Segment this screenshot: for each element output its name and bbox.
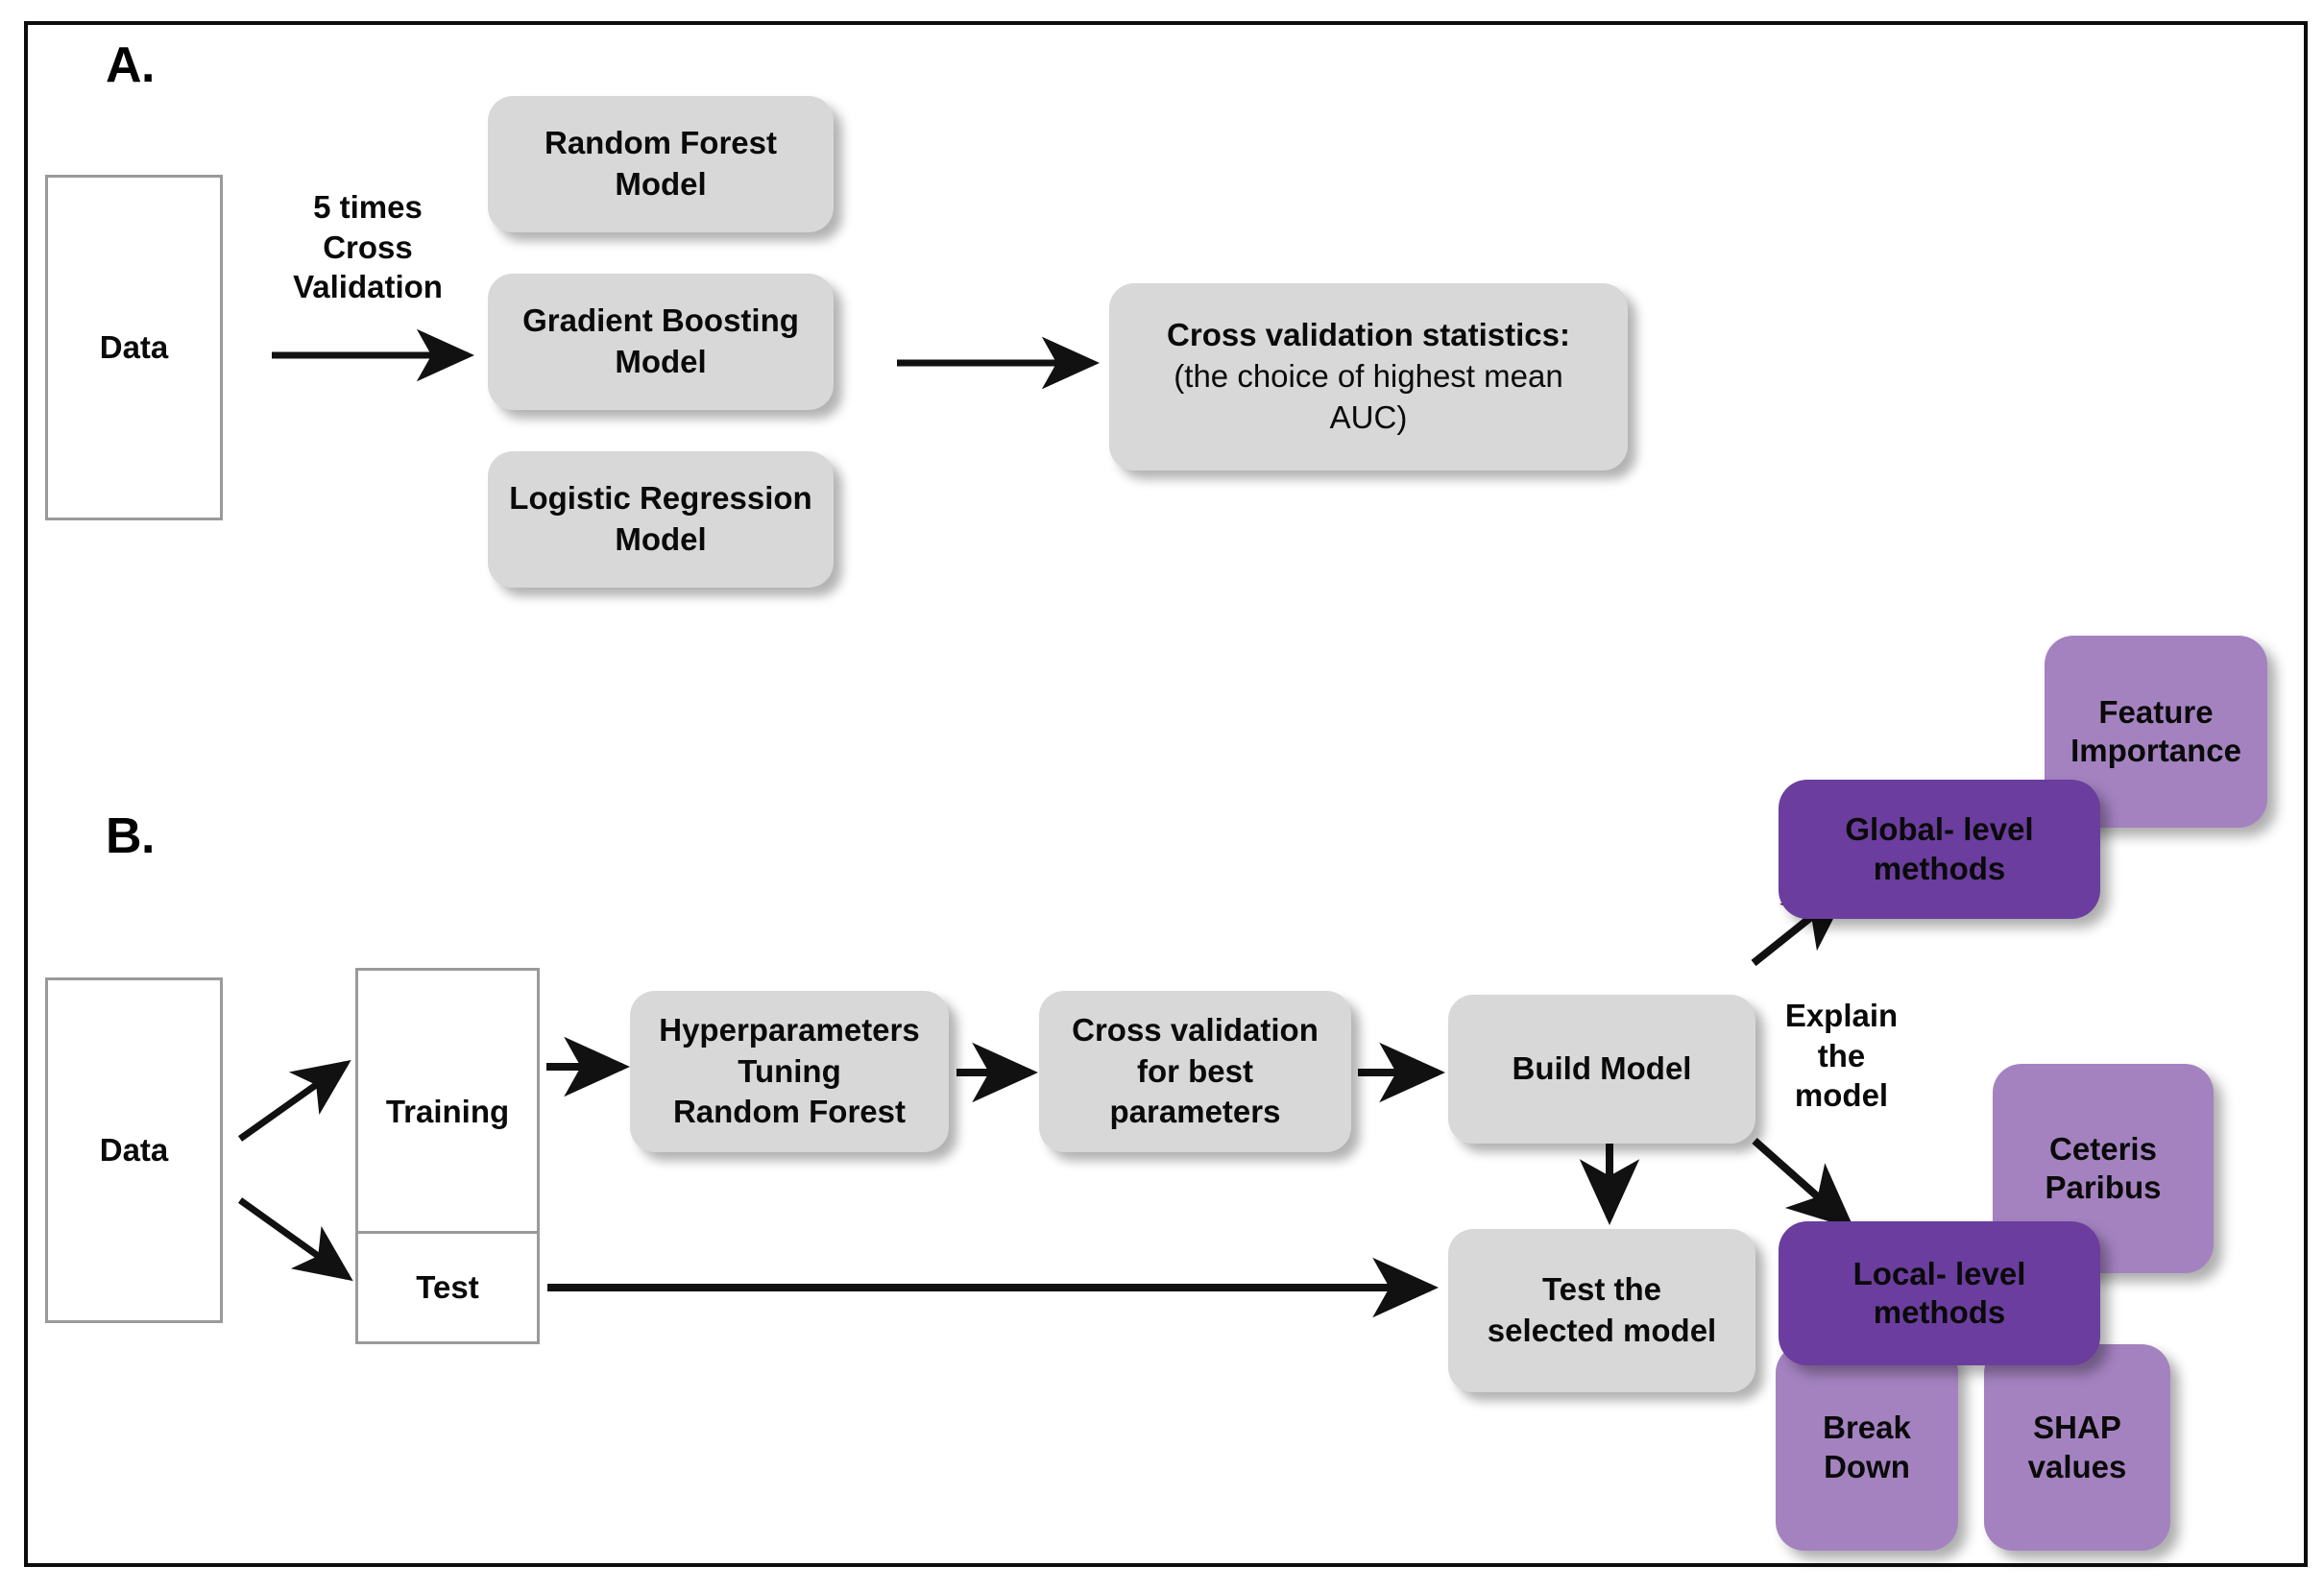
- shap-values-label: SHAP values: [2019, 1409, 2137, 1486]
- logistic-regression-model-label: Logistic Regression Model: [494, 478, 827, 561]
- training-box: Training: [355, 968, 540, 1256]
- break-down-box: Break Down: [1776, 1344, 1958, 1551]
- logistic-regression-model-box: Logistic Regression Model: [488, 451, 834, 588]
- test-model-line2: selected model: [1487, 1313, 1717, 1348]
- gradient-boosting-model-label: Gradient Boosting Model: [507, 301, 814, 383]
- gradient-boosting-line1: Gradient Boosting: [522, 302, 799, 339]
- gradient-boosting-model-box: Gradient Boosting Model: [488, 274, 834, 410]
- cross-validation-annotation: 5 times Cross Validation: [277, 187, 459, 307]
- explain-the-model-annotation: Explain the model: [1767, 996, 1916, 1116]
- feature-importance-line1: Feature: [2098, 693, 2214, 730]
- cv-stats-line3: AUC): [1329, 398, 1408, 435]
- test-selected-model-box: Test the selected model: [1448, 1229, 1755, 1392]
- explain-line1: Explain: [1784, 998, 1899, 1033]
- shap-values-box: SHAP values: [1984, 1344, 2170, 1551]
- tuning-line3: Random Forest: [672, 1094, 906, 1130]
- hyperparameters-tuning-label: Hyperparameters Tuning Random Forest: [643, 1010, 934, 1134]
- cv-annotation-line3: Validation: [293, 269, 443, 305]
- panel-b-data-label: Data: [99, 1131, 169, 1168]
- random-forest-model-label: Random Forest Model: [529, 123, 792, 205]
- ceteris-paribus-label: Ceteris Paribus: [2035, 1130, 2170, 1208]
- feature-importance-label: Feature Importance: [2061, 693, 2251, 771]
- break-down-label: Break Down: [1813, 1409, 1921, 1486]
- ceteris-paribus-line2: Paribus: [2045, 1169, 2162, 1205]
- test-label: Test: [416, 1268, 479, 1305]
- panel-letter-b: B.: [106, 808, 156, 864]
- training-label: Training: [385, 1093, 510, 1129]
- cvparams-line2: for best: [1136, 1052, 1253, 1089]
- global-methods-line2: methods: [1873, 850, 2006, 886]
- cross-validation-statistics-label: Cross validation statistics: (the choice…: [1151, 315, 1586, 439]
- cross-validation-statistics-box: Cross validation statistics: (the choice…: [1109, 283, 1628, 470]
- hyperparameters-tuning-box: Hyperparameters Tuning Random Forest: [630, 991, 949, 1152]
- cv-annotation-line2: Cross: [323, 229, 413, 265]
- test-model-line1: Test the: [1541, 1271, 1662, 1308]
- global-level-methods-label: Global- level methods: [1835, 810, 2043, 888]
- break-down-line1: Break: [1823, 1410, 1911, 1446]
- local-level-methods-label: Local- level methods: [1844, 1255, 2036, 1333]
- test-selected-model-label: Test the selected model: [1472, 1269, 1731, 1352]
- cross-validation-params-label: Cross validation for best parameters: [1056, 1010, 1334, 1134]
- panel-a-data-box: Data: [45, 175, 223, 520]
- gradient-boosting-line2: Model: [615, 344, 707, 379]
- global-methods-line1: Global- level: [1845, 811, 2034, 848]
- cv-stats-line2: (the choice of highest mean: [1174, 358, 1563, 395]
- global-level-methods-box: Global- level methods: [1779, 780, 2100, 919]
- ceteris-paribus-line1: Ceteris: [2049, 1130, 2157, 1167]
- tuning-line1: Hyperparameters: [659, 1011, 920, 1048]
- test-box: Test: [355, 1231, 540, 1344]
- panel-b-data-box: Data: [45, 977, 223, 1323]
- cvparams-line1: Cross validation: [1072, 1011, 1319, 1048]
- local-methods-line2: methods: [1873, 1294, 2006, 1330]
- logistic-regression-line1: Logistic Regression: [509, 480, 812, 517]
- random-forest-model-box: Random Forest Model: [488, 96, 834, 232]
- shap-values-line1: SHAP: [2033, 1410, 2121, 1446]
- build-model-label: Build Model: [1512, 1050, 1692, 1087]
- build-model-box: Build Model: [1448, 995, 1755, 1144]
- shap-values-line2: values: [2027, 1448, 2127, 1484]
- cross-validation-params-box: Cross validation for best parameters: [1039, 991, 1351, 1152]
- local-methods-line1: Local- level: [1852, 1255, 2026, 1291]
- feature-importance-line2: Importance: [2070, 733, 2241, 768]
- cv-stats-line1: Cross validation statistics:: [1167, 317, 1570, 353]
- panel-letter-a: A.: [106, 37, 156, 93]
- tuning-line2: Tuning: [738, 1052, 841, 1089]
- logistic-regression-line2: Model: [615, 521, 707, 557]
- random-forest-line1: Random Forest: [544, 125, 778, 161]
- explain-line3: model: [1794, 1077, 1889, 1114]
- cv-annotation-line1: 5 times: [313, 189, 423, 225]
- random-forest-line2: Model: [615, 166, 707, 202]
- cvparams-line3: parameters: [1109, 1094, 1281, 1130]
- explain-line2: the: [1817, 1037, 1866, 1073]
- break-down-line2: Down: [1824, 1448, 1910, 1484]
- local-level-methods-box: Local- level methods: [1779, 1221, 2100, 1365]
- panel-a-data-label: Data: [99, 328, 169, 365]
